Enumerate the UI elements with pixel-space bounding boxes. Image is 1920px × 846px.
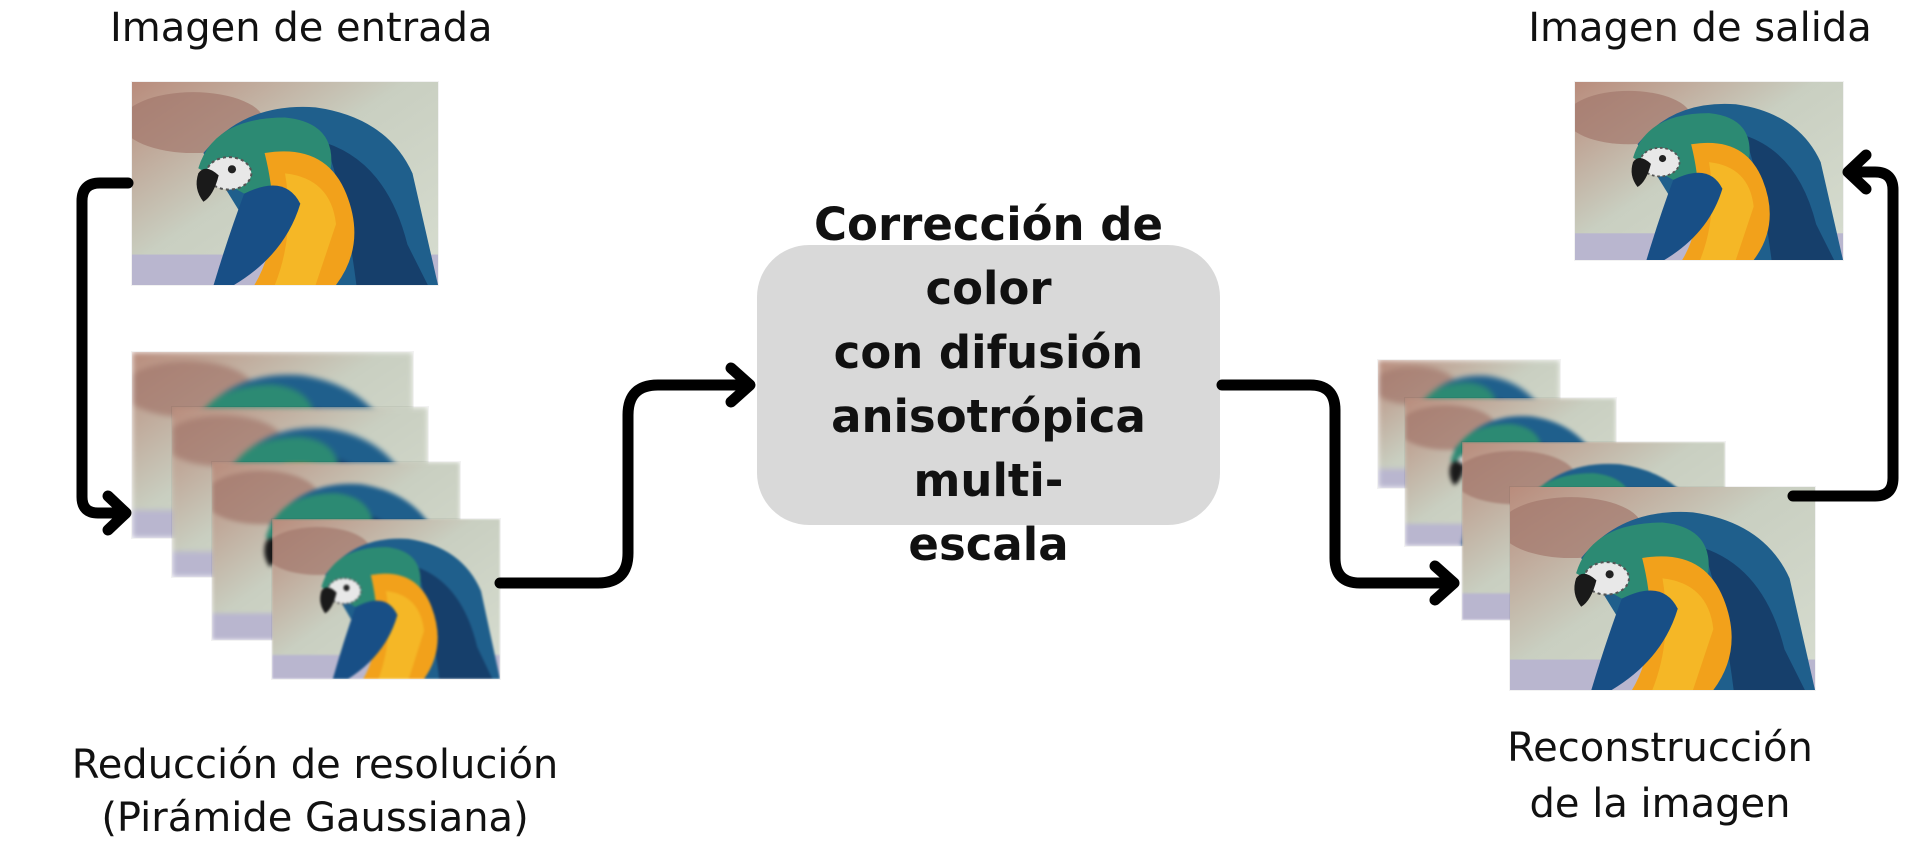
arrow-pyramid-to-process [494,379,754,589]
arrowhead-process [725,362,756,408]
reconstruction-label-line1: Reconstrucción [1507,725,1813,771]
arrowhead-reconstruction [1429,560,1460,606]
reconstruction-level-1 [1510,487,1815,690]
output-image-label: Imagen de salida [1528,5,1872,51]
input-image-label: Imagen de entrada [110,5,493,51]
input-image [132,82,438,285]
process-title: Corrección de color con difusión anisotr… [814,198,1163,571]
arrowhead-output [1842,149,1872,195]
output-image [1575,82,1843,260]
pyramid-level-1 [272,519,500,679]
parrot-photo-icon [1510,487,1815,690]
downsample-label-line2: (Pirámide Gaussiana) [101,795,529,841]
arrow-input-to-pyramid [76,177,134,519]
downsample-label-line1: Reducción de resolución [71,742,559,788]
parrot-photo-icon [272,519,500,679]
reconstruction-label-line2: de la imagen [1529,781,1791,827]
arrowhead-pyramid [102,490,132,536]
parrot-photo-icon [132,82,438,285]
parrot-photo-icon [1575,82,1843,260]
process-box: Corrección de color con difusión anisotr… [757,198,1220,571]
